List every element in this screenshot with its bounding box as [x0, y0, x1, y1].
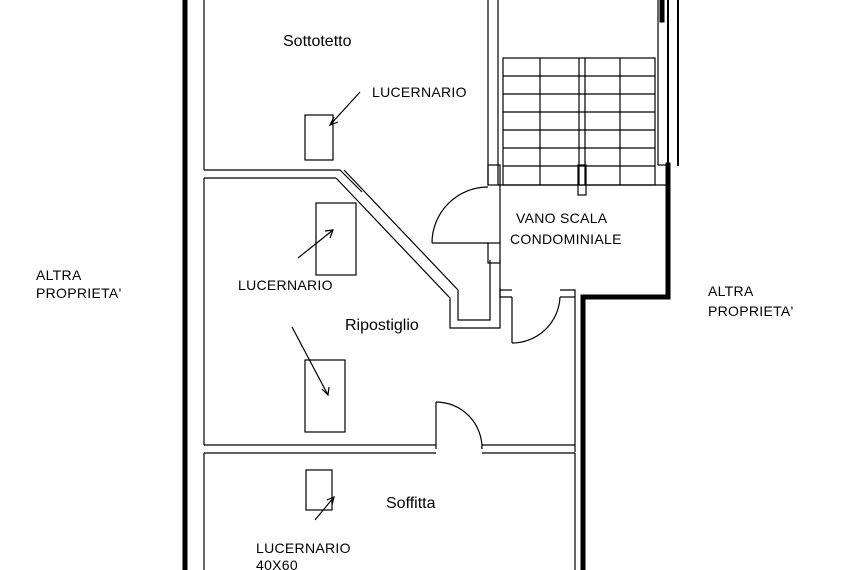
door-stair-landing — [431, 186, 489, 244]
room-label-vano-scala-line1: VANO SCALA — [516, 210, 608, 226]
neighbour-labels: ALTRA PROPRIETA' ALTRA PROPRIETA' — [36, 267, 794, 319]
room-label-sottotetto: Sottotetto — [283, 33, 352, 50]
door-ripostiglio — [511, 296, 561, 344]
skylight-label-middle: LUCERNARIO — [238, 277, 333, 293]
skylight-label-bottom-line1: LUCERNARIO — [256, 540, 351, 556]
room-label-soffitta: Soffitta — [386, 495, 436, 512]
staircase — [502, 57, 656, 196]
door-soffitta — [435, 401, 483, 450]
room-label-ripostiglio: Ripostiglio — [345, 317, 419, 334]
doors — [431, 186, 561, 450]
room-labels: Sottotetto Ripostiglio Soffitta VANO SCA… — [283, 33, 622, 512]
neighbour-left-line1: ALTRA — [36, 267, 82, 283]
skylights — [291, 91, 361, 521]
room-label-vano-scala-line2: CONDOMINIALE — [510, 231, 622, 247]
neighbour-right-line2: PROPRIETA' — [708, 303, 794, 319]
interior-walls — [203, 0, 668, 570]
skylight-label-bottom-line2: 40X60 — [256, 557, 298, 570]
neighbour-left-line2: PROPRIETA' — [36, 285, 122, 301]
skylight-label-top: LUCERNARIO — [372, 84, 467, 100]
skylight-labels: LUCERNARIO LUCERNARIO LUCERNARIO 40X60 — [238, 84, 467, 570]
outer-walls — [182, 0, 679, 570]
neighbour-right-line1: ALTRA — [708, 283, 754, 299]
